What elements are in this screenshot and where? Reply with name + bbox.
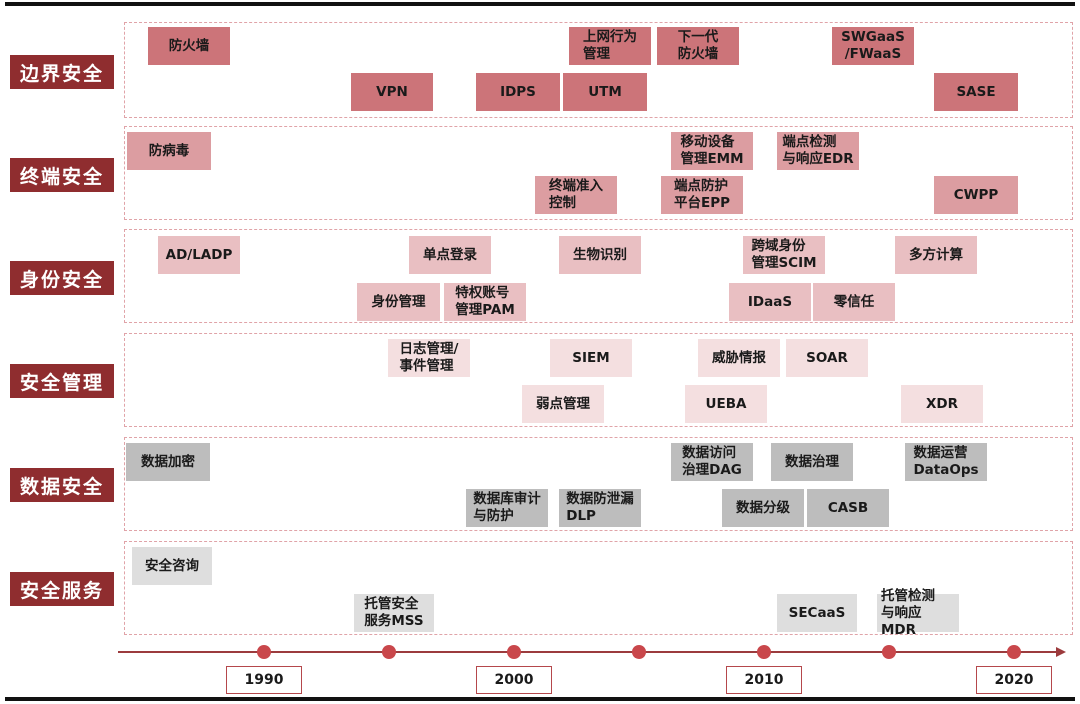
item-xdr: XDR [901, 385, 983, 423]
item-casb: CASB [807, 489, 889, 527]
item-utm: UTM [563, 73, 647, 111]
timeline-dot [1007, 645, 1021, 659]
category-security-management: 安全管理 [10, 364, 114, 398]
item-log-event-mgmt: 日志管理/ 事件管理 [388, 339, 470, 377]
item-identity-mgmt: 身份管理 [357, 283, 440, 321]
timeline-dot [257, 645, 271, 659]
item-mdr: 托管检测 与响应MDR [877, 588, 959, 638]
category-data-security: 数据安全 [10, 468, 114, 502]
category-identity-security: 身份安全 [10, 261, 114, 295]
item-ngfw: 下一代 防火墙 [657, 27, 739, 65]
item-biometrics: 生物识别 [559, 236, 641, 274]
item-dag: 数据访问 治理DAG [671, 443, 753, 481]
item-vpn: VPN [351, 73, 433, 111]
lane-endpoint [124, 126, 1073, 220]
item-edr: 端点检测 与响应EDR [777, 132, 859, 170]
category-security-services: 安全服务 [10, 572, 114, 606]
timeline-dot [507, 645, 521, 659]
item-idps: IDPS [476, 73, 560, 111]
item-sase: SASE [934, 73, 1018, 111]
year-2000: 2000 [476, 666, 552, 694]
category-endpoint-security: 终端安全 [10, 158, 114, 192]
item-nac: 终端准入 控制 [535, 176, 617, 214]
item-data-classification: 数据分级 [722, 489, 804, 527]
item-vuln-mgmt: 弱点管理 [522, 385, 604, 423]
year-2010: 2010 [726, 666, 802, 694]
year-2020: 2020 [976, 666, 1052, 694]
item-pam: 特权账号 管理PAM [444, 283, 526, 321]
timeline-dot [382, 645, 396, 659]
item-data-encryption: 数据加密 [126, 443, 210, 481]
item-firewall: 防火墙 [148, 27, 230, 65]
top-rule [5, 2, 1075, 6]
item-siem: SIEM [550, 339, 632, 377]
item-cwpp: CWPP [934, 176, 1018, 214]
item-secaas: SECaaS [777, 594, 857, 632]
item-antivirus: 防病毒 [127, 132, 211, 170]
timeline-axis [118, 651, 1058, 653]
item-scim: 跨域身份 管理SCIM [743, 236, 825, 274]
item-soar: SOAR [786, 339, 868, 377]
item-dlp: 数据防泄漏 DLP [559, 489, 641, 527]
lane-identity [124, 229, 1073, 323]
item-dataops: 数据运营 DataOps [905, 443, 987, 481]
item-sso: 单点登录 [409, 236, 491, 274]
item-swgaas-fwaas: SWGaaS /FWaaS [832, 27, 914, 65]
lane-boundary [124, 22, 1073, 118]
item-data-governance: 数据治理 [771, 443, 853, 481]
lane-data [124, 437, 1073, 531]
timeline-dot [882, 645, 896, 659]
item-ad-ldap: AD/LADP [158, 236, 240, 274]
item-idaas: IDaaS [729, 283, 811, 321]
item-mss: 托管安全 服务MSS [354, 594, 434, 632]
lane-services [124, 541, 1073, 635]
timeline-arrow-icon [1056, 647, 1066, 657]
item-epp: 端点防护 平台EPP [661, 176, 743, 214]
item-threat-intel: 威胁情报 [698, 339, 780, 377]
item-db-audit: 数据库审计 与防护 [466, 489, 548, 527]
item-security-consulting: 安全咨询 [132, 547, 212, 585]
item-emm: 移动设备 管理EMM [671, 132, 753, 170]
lane-management [124, 333, 1073, 427]
item-zero-trust: 零信任 [813, 283, 895, 321]
timeline-dot [632, 645, 646, 659]
item-ueba: UEBA [685, 385, 767, 423]
timeline-dot [757, 645, 771, 659]
item-web-behavior-mgmt: 上网行为 管理 [569, 27, 651, 65]
item-mpc: 多方计算 [895, 236, 977, 274]
category-boundary-security: 边界安全 [10, 55, 114, 89]
bottom-rule [5, 697, 1075, 701]
year-1990: 1990 [226, 666, 302, 694]
